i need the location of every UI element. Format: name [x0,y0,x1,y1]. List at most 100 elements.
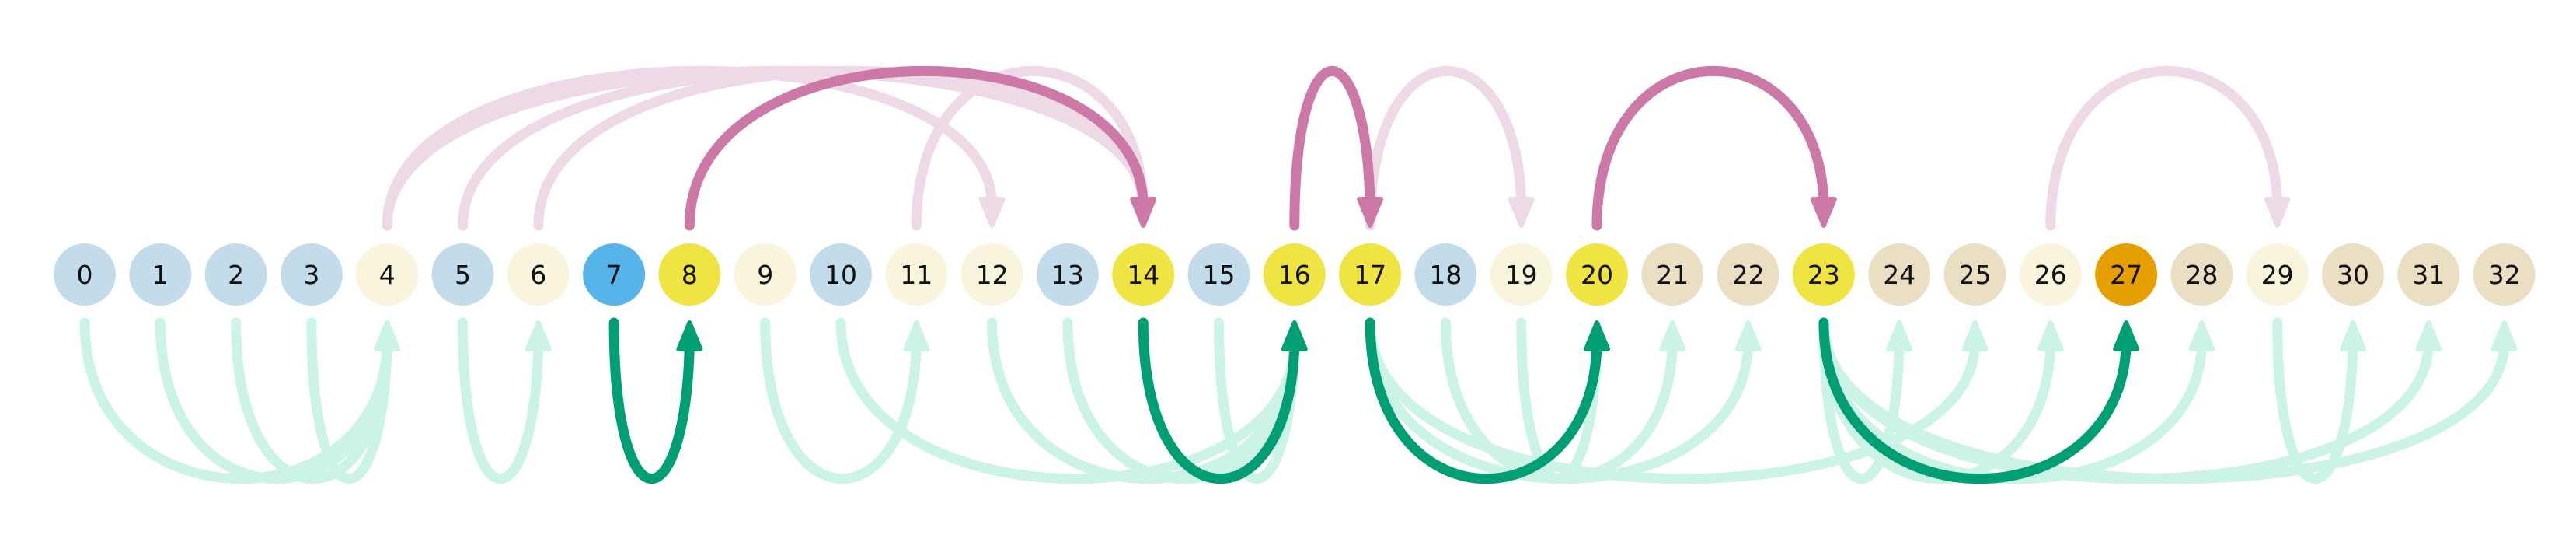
edge-arrowhead [2415,320,2442,351]
node-circle [583,243,646,306]
node-label: 1 [152,260,169,290]
edge-17-19 [1365,65,1535,231]
node-circle [204,243,267,306]
node-label: 11 [900,260,932,290]
node-label: 25 [1959,260,1992,290]
node-label: 10 [824,260,857,290]
edge-arrowhead [676,320,703,351]
node-circle [1717,243,1779,306]
edge-line [2272,317,2358,484]
node-label: 9 [757,260,773,290]
edge-line [533,65,1149,231]
node-circle [1943,243,2006,306]
edge-arrowhead [1961,320,1989,351]
edge-line [1516,317,1602,484]
edge-arrowhead [1130,197,1157,228]
node-27: 27 [2095,243,2158,306]
edge-23-32 [1818,317,2518,484]
edge-5-6 [458,317,552,484]
edge-line [458,317,544,484]
node-22: 22 [1717,243,1779,306]
node-12: 12 [960,243,1023,306]
edge-1-4 [155,317,401,484]
node-label: 18 [1429,260,1462,290]
node-20: 20 [1566,243,1628,306]
node-circle [1792,243,1855,306]
node-14: 14 [1112,243,1175,306]
node-3: 3 [280,243,343,306]
edge-line [1365,65,1527,231]
node-circle [2246,243,2309,306]
edge-line [1138,317,1300,484]
node-label: 8 [681,260,698,290]
edge-line [231,317,392,484]
edge-arrowhead [2037,320,2064,351]
node-19: 19 [1490,243,1553,306]
edge-26-29 [2045,66,2291,231]
node-8: 8 [658,243,721,306]
node-15: 15 [1187,243,1250,306]
edge-line [1365,317,1980,484]
node-circle [734,243,797,306]
edge-arrowhead [1281,320,1308,351]
node-31: 31 [2397,243,2460,306]
node-circle [1868,243,1931,306]
edge-line [1818,317,2510,484]
node-circle [2473,243,2536,306]
edge-arrowhead [903,320,930,351]
edge-7-8 [608,317,703,484]
node-17: 17 [1339,243,1402,306]
node-label: 7 [606,260,622,290]
node-circle [507,243,570,306]
edge-arrowhead [2340,320,2366,351]
node-circle [1112,243,1175,306]
edge-arrowhead [1810,197,1837,228]
edge-line [911,66,1149,231]
node-circle [431,243,494,306]
node-label: 0 [77,260,93,290]
node-label: 20 [1581,260,1613,290]
node-label: 16 [1278,260,1311,290]
node-circle [2322,243,2384,306]
node-30: 30 [2322,243,2384,306]
node-10: 10 [810,243,872,306]
node-21: 21 [1641,243,1704,306]
edge-arrowhead [1508,197,1535,228]
node-label: 22 [1732,260,1765,290]
node-5: 5 [431,243,494,306]
node-circle [1641,243,1704,306]
edge-line [382,65,1149,231]
edge-arrowhead [374,320,401,351]
edge-line [835,317,1300,484]
node-circle [885,243,948,306]
node-label: 15 [1203,260,1236,290]
node-label: 2 [228,260,244,290]
node-label: 28 [2185,260,2218,290]
node-circle [960,243,1023,306]
node-2: 2 [204,243,267,306]
node-label: 17 [1354,260,1386,290]
node-label: 14 [1127,260,1159,290]
edge-arrowhead [1886,320,1913,351]
node-6: 6 [507,243,570,306]
node-circle [1414,243,1477,306]
node-32: 32 [2473,243,2536,306]
edge-line [1289,65,1375,231]
edge-17-20 [1365,317,1610,484]
node-circle [129,243,192,306]
edge-line [2045,66,2283,231]
edge-8-14 [684,65,1157,231]
edge-arrowhead [2113,320,2140,351]
node-label: 24 [1883,260,1915,290]
node-circle [2397,243,2460,306]
node-label: 12 [976,260,1009,290]
edge-14-16 [1138,317,1308,484]
edge-line [760,317,922,484]
edge-13-16 [1062,317,1308,484]
node-label: 29 [2261,260,2294,290]
edge-20-23 [1591,66,1837,231]
node-circle [2095,243,2158,306]
node-24: 24 [1868,243,1931,306]
